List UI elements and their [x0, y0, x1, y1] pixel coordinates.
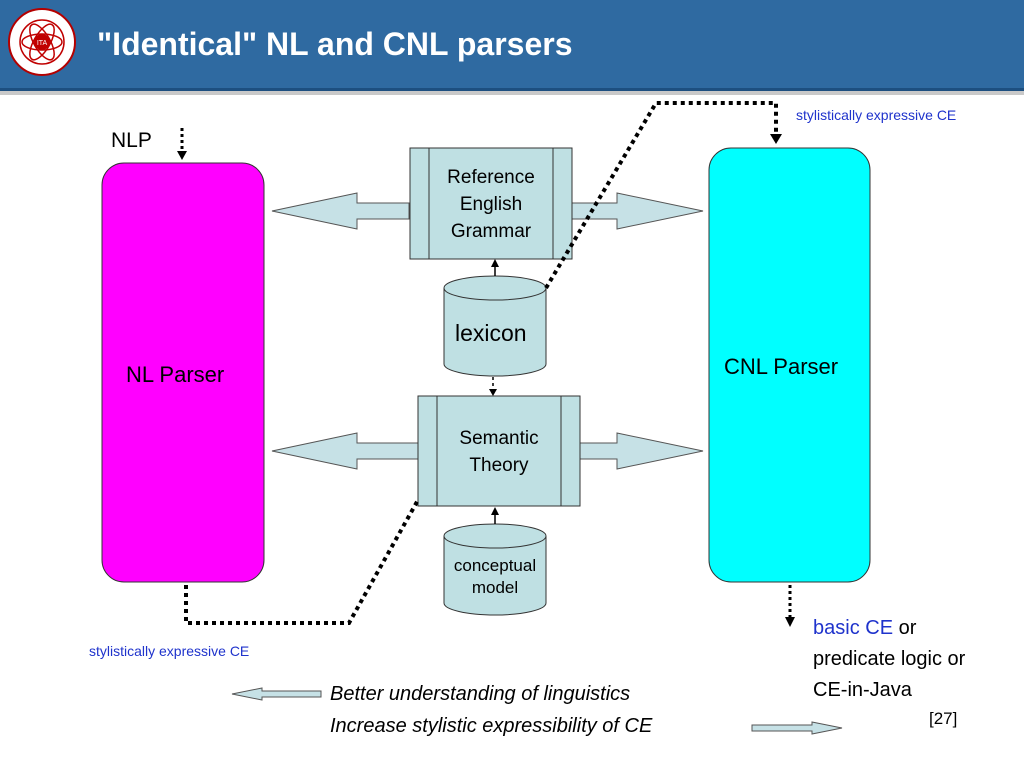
semantic-cnl-arrow	[579, 432, 704, 470]
reference-grammar-line-3: Grammar	[450, 221, 532, 242]
cnl-parser-label: CNL Parser	[724, 354, 839, 379]
semantic-theory-box	[417, 395, 581, 507]
cnl-input-dotted-arrow	[544, 101, 782, 290]
reference-grammar-line-2: English	[459, 194, 523, 215]
nlp-input-dotted-arrow	[177, 128, 187, 160]
output-line-2: predicate logic or	[813, 648, 966, 670]
nl-grammar-arrow	[271, 192, 410, 230]
stylistic-ce-top-label: stylistically expressive CE	[796, 107, 957, 123]
page-title: "Identical" NL and CNL parsers	[97, 26, 573, 62]
nl-parser-label: NL Parser	[126, 362, 225, 387]
legend-right-arrow	[751, 721, 843, 735]
title-bar-shadow	[0, 91, 1024, 95]
nl-semantic-arrow	[271, 432, 419, 470]
reference-grammar-box	[409, 147, 573, 260]
lexicon-to-grammar-arrow	[491, 259, 499, 276]
lexicon-cylinder	[443, 275, 547, 377]
title-bar	[0, 0, 1024, 91]
conceptual-model-line-2: model	[471, 578, 519, 597]
citation-label: [27]	[929, 709, 958, 728]
legend-left-text: Better understanding of linguistics	[330, 683, 631, 705]
lexicon-label: lexicon	[455, 320, 527, 346]
logo-center-text: ITA	[37, 40, 48, 47]
reference-grammar-line-1: Reference	[447, 167, 535, 188]
legend-left-arrow	[231, 687, 322, 701]
ita-logo-icon: ITA	[8, 8, 76, 76]
conceptual-model-cylinder	[443, 523, 547, 616]
grammar-cnl-arrow	[571, 192, 704, 230]
nlp-label: NLP	[111, 129, 152, 152]
output-or-text: or	[893, 617, 917, 639]
output-line-3: CE-in-Java	[813, 679, 912, 701]
semantic-theory-line-2: Theory	[469, 455, 529, 476]
cnl-parser-box	[708, 147, 871, 583]
semantic-theory-line-1: Semantic	[459, 428, 539, 449]
reference-grammar-label: Reference English Grammar	[429, 164, 553, 245]
output-description: basic CE or predicate logic or CE-in-Jav…	[813, 613, 965, 706]
stylistic-ce-bottom-label: stylistically expressive CE	[89, 643, 250, 659]
conceptual-model-line-1: conceptual	[453, 556, 537, 575]
lexicon-to-semantic-arrow	[489, 377, 497, 396]
conceptual-model-label: conceptual model	[444, 555, 546, 599]
legend-right-text: Increase stylistic expressibility of CE	[330, 715, 653, 737]
cnl-output-dotted-arrow	[785, 585, 795, 627]
basic-ce-text: basic CE	[813, 617, 894, 639]
nl-output-dotted-line	[184, 499, 420, 625]
semantic-theory-label: Semantic Theory	[437, 425, 561, 479]
conceptual-to-semantic-arrow	[491, 507, 499, 524]
nl-parser-box	[101, 162, 265, 583]
